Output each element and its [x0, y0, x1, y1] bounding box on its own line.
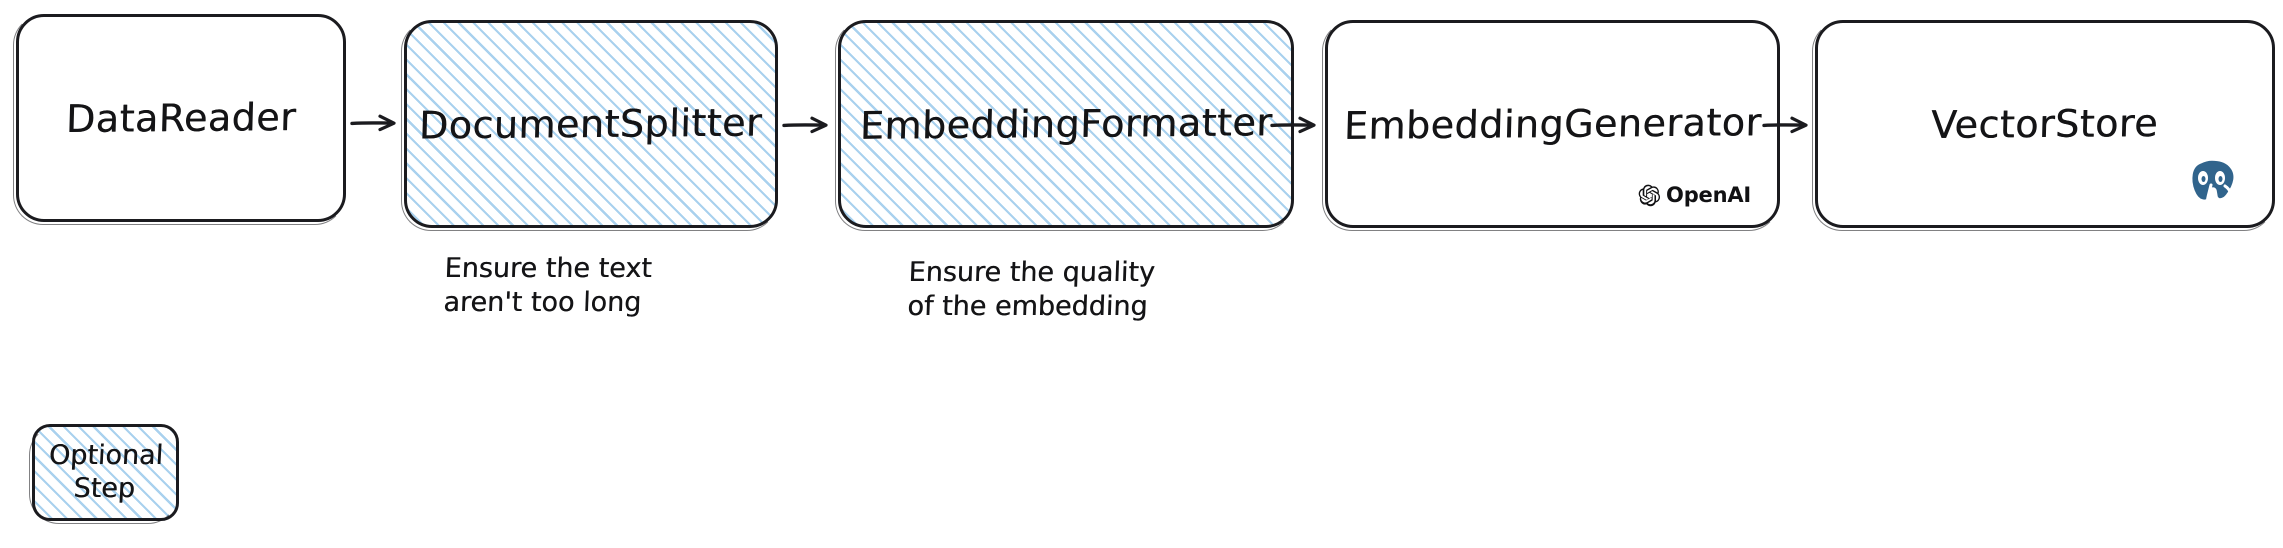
node-label: DocumentSplitter — [418, 100, 764, 148]
postgresql-elephant-icon — [2188, 157, 2238, 206]
legend-optional-step: Optional Step — [29, 424, 179, 524]
node-label: VectorStore — [1930, 101, 2160, 147]
arrow-head-icon — [782, 116, 828, 134]
brand-label: OpenAI — [1666, 183, 1751, 207]
brand-badge-postgresql-elephant — [2182, 155, 2242, 213]
openai-logo-icon — [1638, 184, 1661, 206]
connector-arrow-2 — [782, 105, 834, 145]
brand-badge-openai-logo: OpenAI — [1638, 183, 1751, 207]
connector-arrow-1 — [350, 103, 402, 143]
arrow-head-icon — [1270, 116, 1316, 134]
connector-arrow-4 — [1762, 105, 1814, 145]
node-vector-store[interactable]: VectorStore — [1812, 20, 2275, 231]
node-label: EmbeddingFormatter — [859, 100, 1273, 148]
node-label: EmbeddingGenerator — [1343, 100, 1762, 148]
caption-document-splitter: Ensure the text aren't too long — [442, 253, 653, 318]
connector-arrow-3 — [1270, 105, 1322, 145]
node-data-reader[interactable]: DataReader — [13, 14, 346, 225]
node-embedding-formatter[interactable]: EmbeddingFormatter — [835, 20, 1294, 231]
node-label: DataReader — [65, 94, 297, 142]
node-document-splitter[interactable]: DocumentSplitter — [401, 20, 778, 231]
legend-label: Optional Step — [48, 439, 165, 504]
caption-embedding-formatter: Ensure the quality of the embedding — [906, 257, 1156, 322]
arrow-head-icon — [350, 114, 396, 132]
arrow-head-icon — [1762, 116, 1808, 134]
